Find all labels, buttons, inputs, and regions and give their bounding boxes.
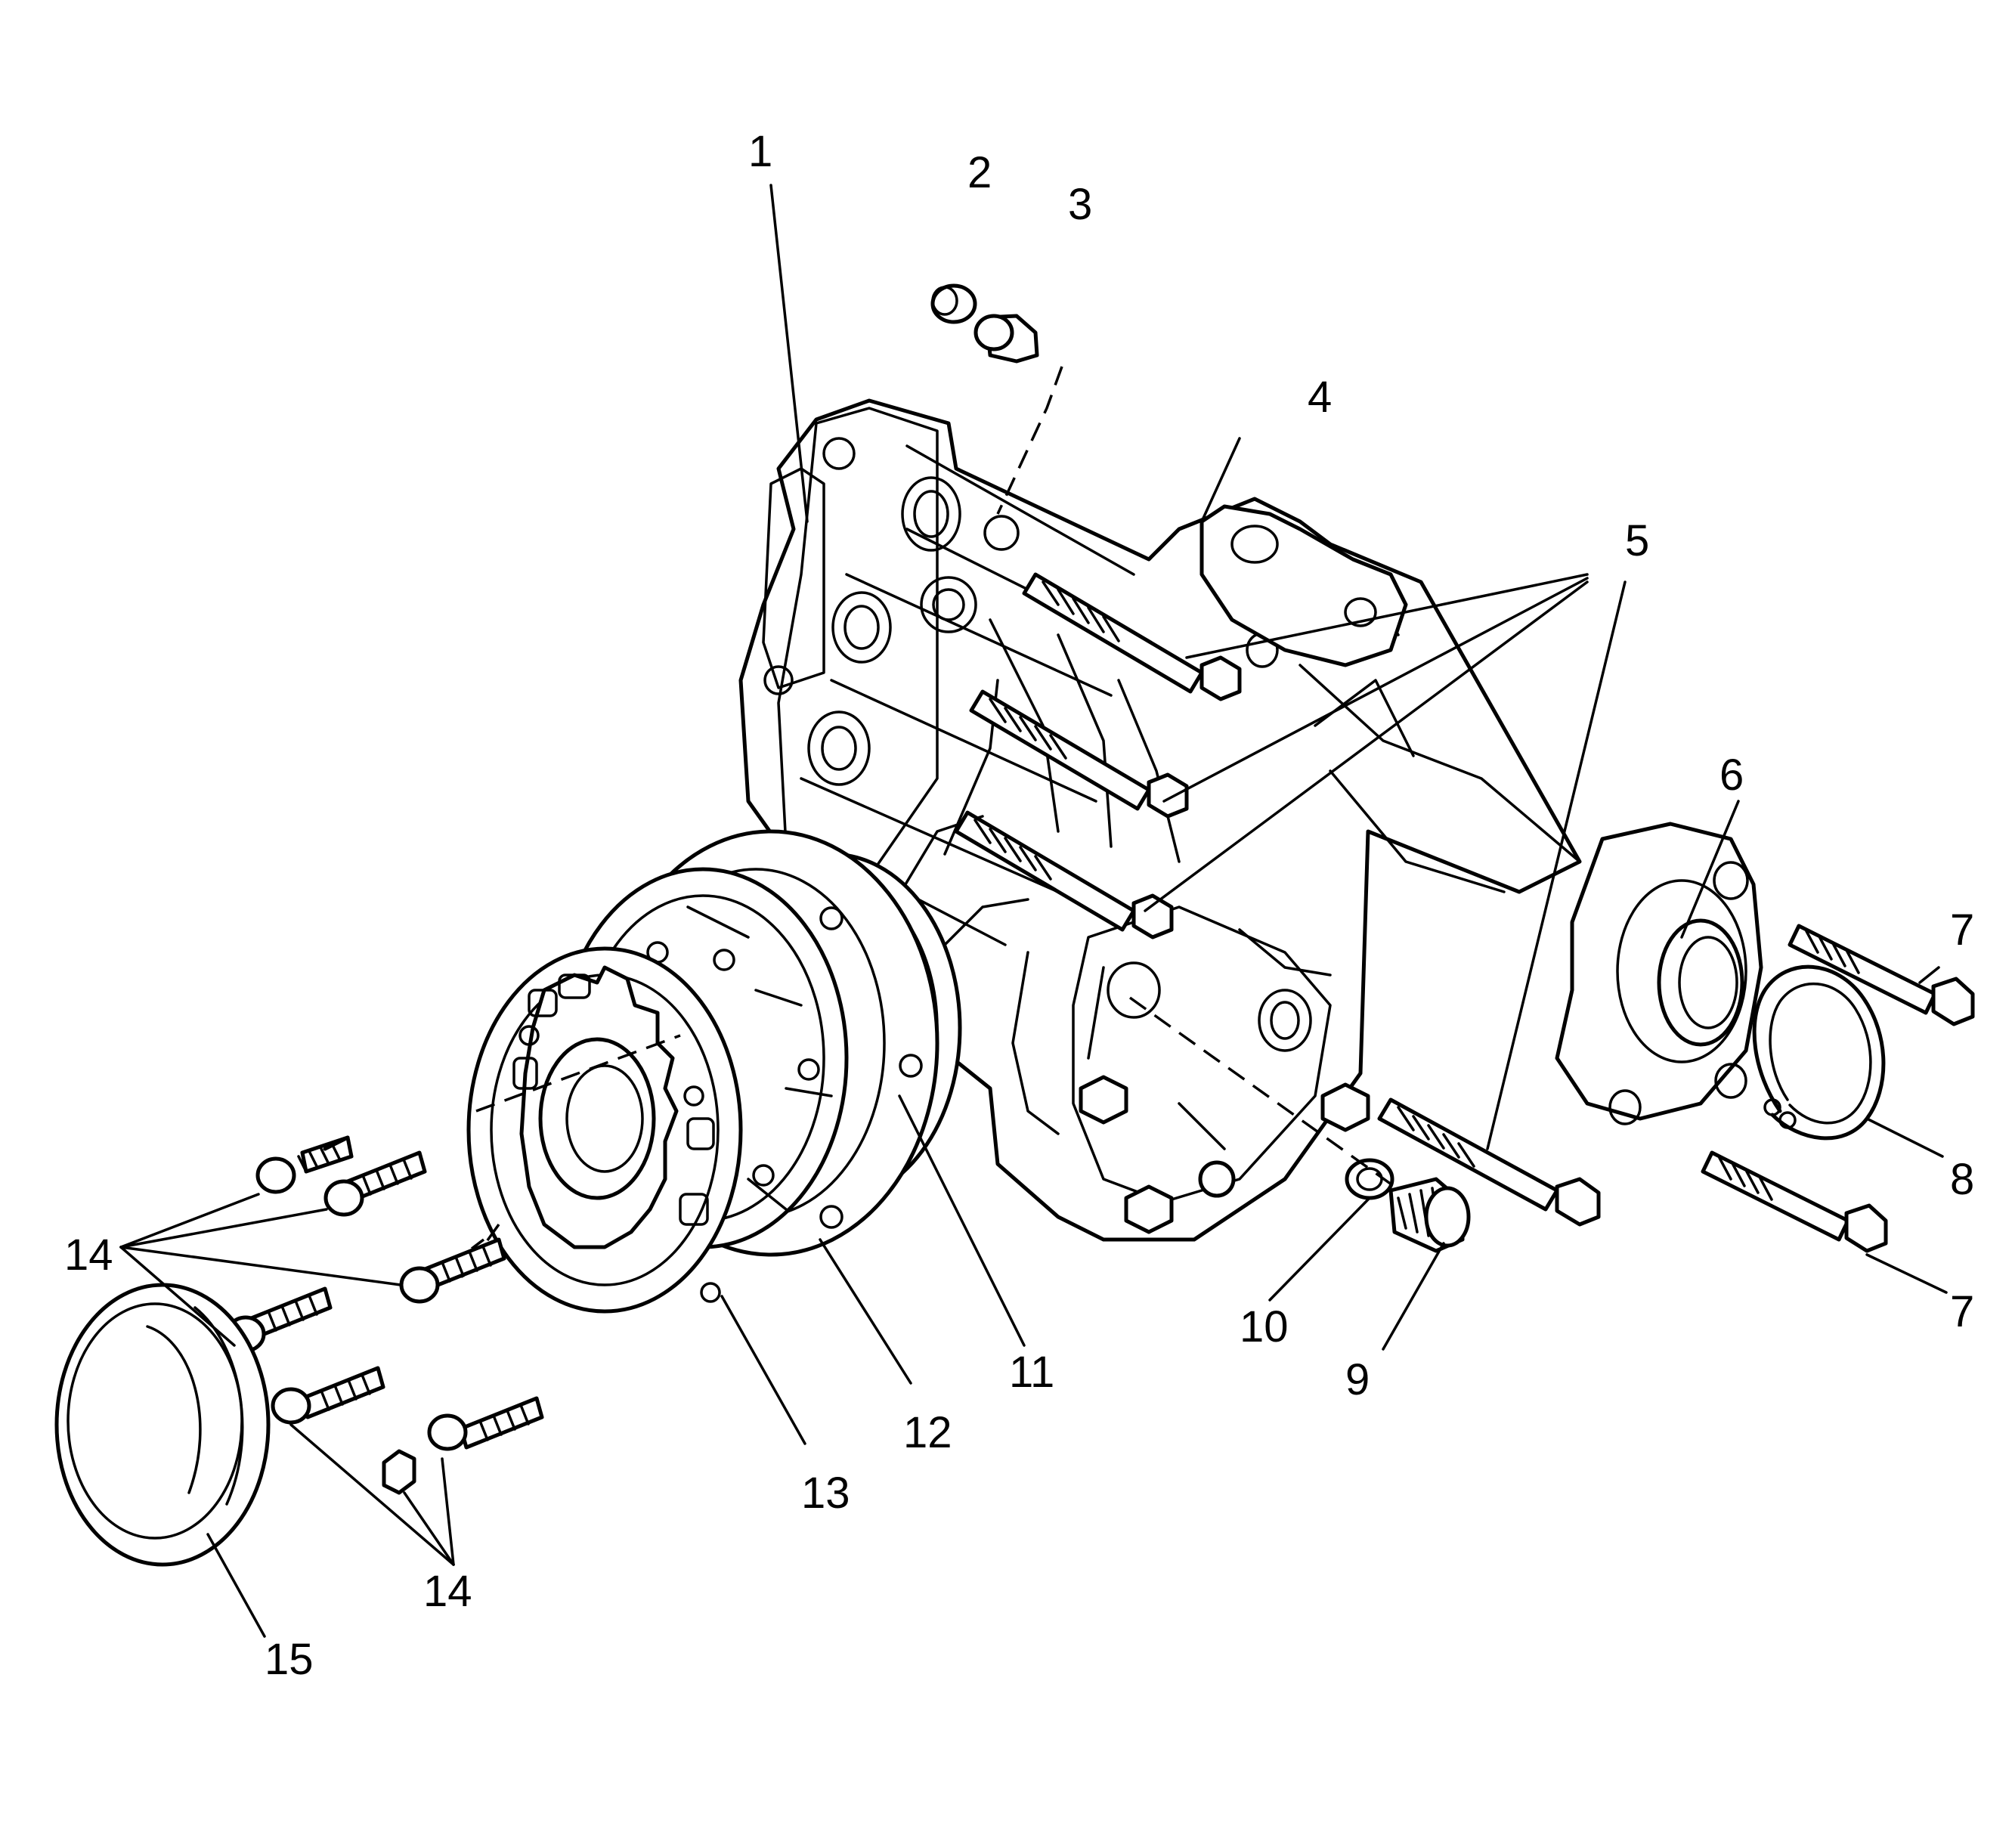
drain-plug-part-9 [1388,1177,1471,1253]
leader-lines [119,184,1948,1638]
carrier-part-13 [422,867,849,1314]
snap-ring-part-8 [1752,964,1886,1141]
callout-7-top: 7 [1950,905,1974,955]
flange-bolts-part-7 [1701,924,1975,1253]
callout-15: 15 [265,1635,314,1684]
callout-labels: 1 2 3 4 5 6 7 7 8 9 10 11 12 13 14 14 15 [64,127,1974,1684]
callout-4: 4 [1308,373,1332,422]
flange-part-6 [1555,822,1763,1125]
callout-10: 10 [1240,1302,1289,1351]
long-bolts-part-5 [954,572,1601,1227]
plug-part-3 [973,314,1063,515]
carrier-bolts-part-14 [225,1135,544,1495]
callout-5: 5 [1625,516,1649,565]
callout-13: 13 [801,1469,850,1518]
callout-6: 6 [1719,751,1744,800]
callout-14-bottom: 14 [423,1567,472,1616]
callout-3: 3 [1068,180,1092,229]
callout-8: 8 [1950,1155,1974,1204]
callout-11: 11 [1009,1348,1054,1397]
callout-14-left: 14 [64,1230,113,1280]
callout-1: 1 [748,127,772,176]
callout-12: 12 [903,1408,952,1457]
callout-2: 2 [967,148,992,197]
cover-part-4 [1199,504,1408,667]
callout-9: 9 [1345,1355,1370,1404]
washer-part-10 [1345,1158,1394,1200]
oil-seal-part-15 [54,1283,271,1567]
plug-part-2 [930,283,977,324]
callout-7-bottom: 7 [1950,1287,1974,1336]
